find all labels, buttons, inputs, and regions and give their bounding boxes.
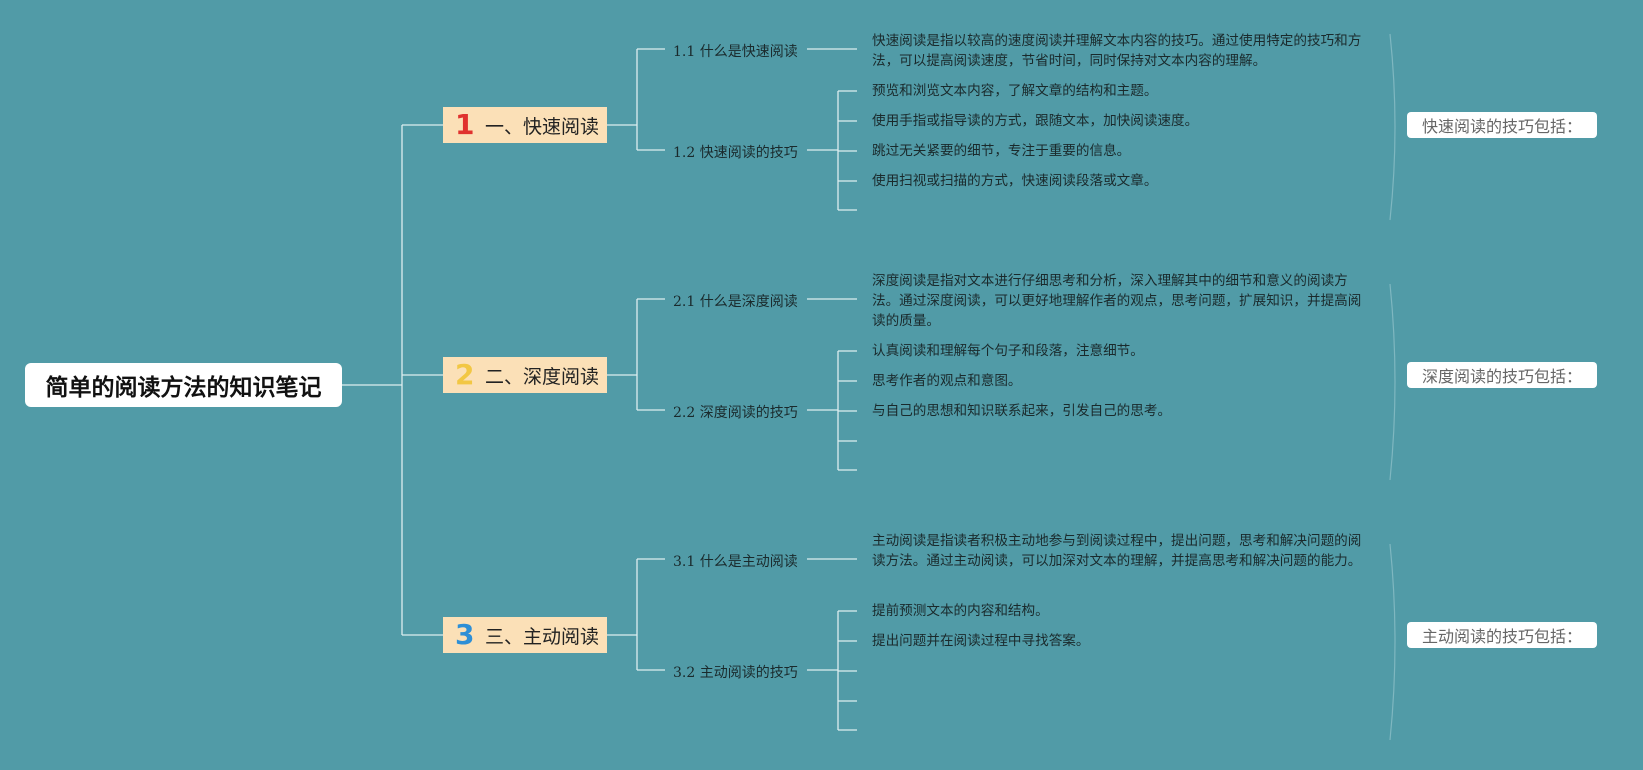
summary-brace-2 xyxy=(1389,283,1396,481)
description-3-1: 主动阅读是指读者积极主动地参与到阅读过程中，提出问题，思考和解决问题的阅读方法。… xyxy=(872,533,1362,569)
root-node[interactable]: 简单的阅读方法的知识笔记 xyxy=(25,363,342,407)
summary-label: 深度阅读的技巧包括： xyxy=(1421,367,1582,386)
summary-label: 快速阅读的技巧包括： xyxy=(1421,117,1582,136)
tip-1-4: 使用扫视或扫描的方式，快速阅读段落或文章。 xyxy=(872,173,1158,189)
summary-node-2[interactable]: 深度阅读的技巧包括： xyxy=(1407,362,1597,388)
subtopic-3-2[interactable]: 3.2 主动阅读的技巧 xyxy=(673,665,798,681)
tip-1-2: 使用手指或指导读的方式，跟随文本，加快阅读速度。 xyxy=(872,113,1199,129)
subtopic-1-1[interactable]: 1.1 什么是快速阅读 xyxy=(673,44,798,60)
section-title: 三、主动阅读 xyxy=(485,625,600,648)
summary-node-3[interactable]: 主动阅读的技巧包括： xyxy=(1407,622,1597,648)
tip-3-2: 提出问题并在阅读过程中寻找答案。 xyxy=(872,633,1090,649)
tip-2-3: 与自己的思想和知识联系起来，引发自己的思考。 xyxy=(872,403,1172,419)
section-title: 一、快速阅读 xyxy=(485,115,600,138)
tip-2-1: 认真阅读和理解每个句子和段落，注意细节。 xyxy=(872,343,1144,359)
root-title: 简单的阅读方法的知识笔记 xyxy=(45,375,322,401)
description-2-1: 深度阅读是指对文本进行仔细思考和分析，深入理解其中的细节和意义的阅读方法。通过深… xyxy=(872,273,1362,329)
tip-1-3: 跳过无关紧要的细节，专注于重要的信息。 xyxy=(872,143,1131,159)
tip-3-1: 提前预测文本的内容和结构。 xyxy=(872,603,1049,619)
tip-1-1: 预览和浏览文本内容，了解文章的结构和主题。 xyxy=(872,83,1158,99)
number-3-icon: 3 xyxy=(455,618,475,651)
number-2-icon: 2 xyxy=(455,358,475,391)
section-node-2[interactable]: 2 二、深度阅读 xyxy=(443,357,607,393)
subtopic-2-2[interactable]: 2.2 深度阅读的技巧 xyxy=(673,405,798,421)
subtopic-3-1[interactable]: 3.1 什么是主动阅读 xyxy=(673,554,798,570)
subtopic-1-2[interactable]: 1.2 快速阅读的技巧 xyxy=(673,145,798,161)
section-title: 二、深度阅读 xyxy=(485,365,600,388)
summary-node-1[interactable]: 快速阅读的技巧包括： xyxy=(1407,112,1597,138)
summary-brace-3 xyxy=(1389,543,1396,741)
tip-2-2: 思考作者的观点和意图。 xyxy=(872,373,1022,389)
subtopic-2-1[interactable]: 2.1 什么是深度阅读 xyxy=(673,294,798,310)
description-1-1: 快速阅读是指以较高的速度阅读并理解文本内容的技巧。通过使用特定的技巧和方法，可以… xyxy=(872,33,1362,69)
summary-label: 主动阅读的技巧包括： xyxy=(1421,627,1582,646)
number-1-icon: 1 xyxy=(455,108,475,141)
summary-brace-1 xyxy=(1389,33,1396,221)
section-node-3[interactable]: 3 三、主动阅读 xyxy=(443,617,607,653)
section-node-1[interactable]: 1 一、快速阅读 xyxy=(443,107,607,143)
